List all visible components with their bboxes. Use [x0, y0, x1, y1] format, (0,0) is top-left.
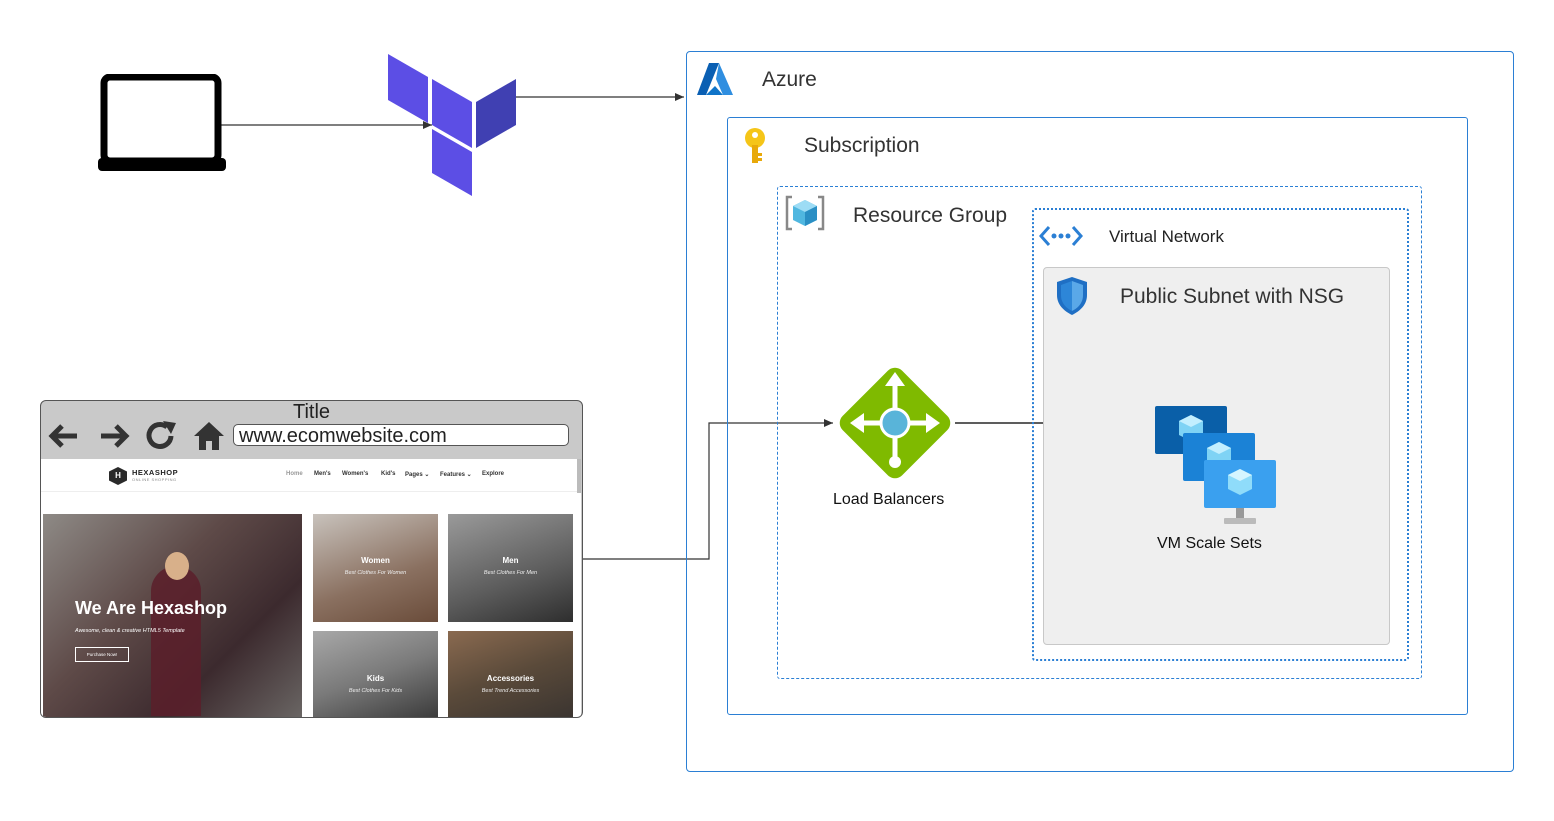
site-scrollbar[interactable]	[577, 459, 581, 493]
resource-group-container	[777, 186, 1422, 679]
tile-accessories-subtitle: Best Trend Accessories	[481, 688, 540, 694]
hero-figure-head	[165, 552, 189, 580]
vmss-label: VM Scale Sets	[1157, 535, 1262, 552]
vm-scale-set-icon	[1155, 406, 1276, 524]
virtual-network-icon	[1039, 226, 1083, 246]
tile-accessories[interactable]: Accessories Best Trend Accessories	[448, 631, 573, 717]
site-nav-features[interactable]: Features ⌄	[440, 472, 472, 478]
website-to-loadbalancer-arrow	[583, 419, 833, 560]
subscription-container	[727, 117, 1468, 715]
hero-title: We Are Hexashop	[75, 598, 228, 618]
tile-accessories-title: Accessories	[486, 674, 535, 683]
subscription-label: Subscription	[804, 134, 920, 157]
website-viewport: H HEXASHOP ONLINE SHOPPING Home Men's Wo…	[41, 459, 581, 717]
site-nav-explore[interactable]: Explore	[482, 471, 505, 477]
site-logo-name: HEXASHOP	[132, 468, 179, 477]
hero-banner: We Are Hexashop Awesome, clean & creativ…	[43, 514, 302, 717]
site-navbar: H HEXASHOP ONLINE SHOPPING Home Men's Wo…	[41, 459, 581, 492]
azure-container	[686, 51, 1514, 772]
site-logo-tagline: ONLINE SHOPPING	[132, 477, 177, 482]
hero-subtitle: Awesome, clean & creative HTML5 Template	[75, 628, 185, 634]
tile-kids-title: Kids	[366, 674, 385, 683]
forward-arrow-icon[interactable]	[97, 419, 131, 453]
virtual-network-label: Virtual Network	[1109, 227, 1224, 246]
load-balancer-icon	[839, 367, 951, 479]
site-nav-womens[interactable]: Women's	[342, 471, 369, 477]
resource-group-label: Resource Group	[853, 204, 1008, 227]
tile-women-subtitle: Best Clothes For Women	[344, 570, 407, 576]
site-nav-kids[interactable]: Kid's	[381, 471, 396, 477]
tile-women[interactable]: Women Best Clothes For Women	[313, 514, 438, 622]
back-arrow-icon[interactable]	[47, 419, 81, 453]
home-icon[interactable]	[193, 421, 225, 451]
laptop-icon	[98, 74, 226, 171]
browser-title: Title	[292, 401, 331, 423]
tile-kids-subtitle: Best Clothes For Kids	[348, 688, 403, 694]
azure-label: Azure	[762, 68, 817, 91]
site-logo-icon: H	[109, 467, 127, 485]
tile-women-title: Women	[361, 556, 390, 565]
site-nav-home[interactable]: Home	[286, 471, 303, 477]
tile-men[interactable]: Men Best Clothes For Men	[448, 514, 573, 622]
tile-men-subtitle: Best Clothes For Men	[483, 570, 538, 576]
site-nav-pages[interactable]: Pages ⌄	[405, 472, 430, 478]
browser-window: Title www.ecomwebsite.com H HEXASHOP ONL…	[40, 400, 583, 718]
key-icon	[745, 128, 765, 163]
nsg-shield-icon	[1057, 277, 1087, 315]
terraform-logo-icon	[388, 54, 516, 196]
tile-men-title: Men	[502, 556, 519, 565]
hero-purchase-button[interactable]: Purchase Now!	[75, 647, 129, 662]
subnet-label: Public Subnet with NSG	[1120, 285, 1345, 308]
url-bar[interactable]: www.ecomwebsite.com	[233, 424, 569, 447]
load-balancer-label: Load Balancers	[833, 491, 945, 508]
azure-logo-icon	[697, 63, 733, 95]
hero-figure	[151, 566, 201, 716]
virtual-network-container	[1032, 208, 1409, 661]
resource-group-icon	[785, 195, 825, 231]
site-nav-mens[interactable]: Men's	[314, 471, 331, 477]
reload-icon[interactable]	[143, 418, 179, 454]
tile-kids[interactable]: Kids Best Clothes For Kids	[313, 631, 438, 717]
